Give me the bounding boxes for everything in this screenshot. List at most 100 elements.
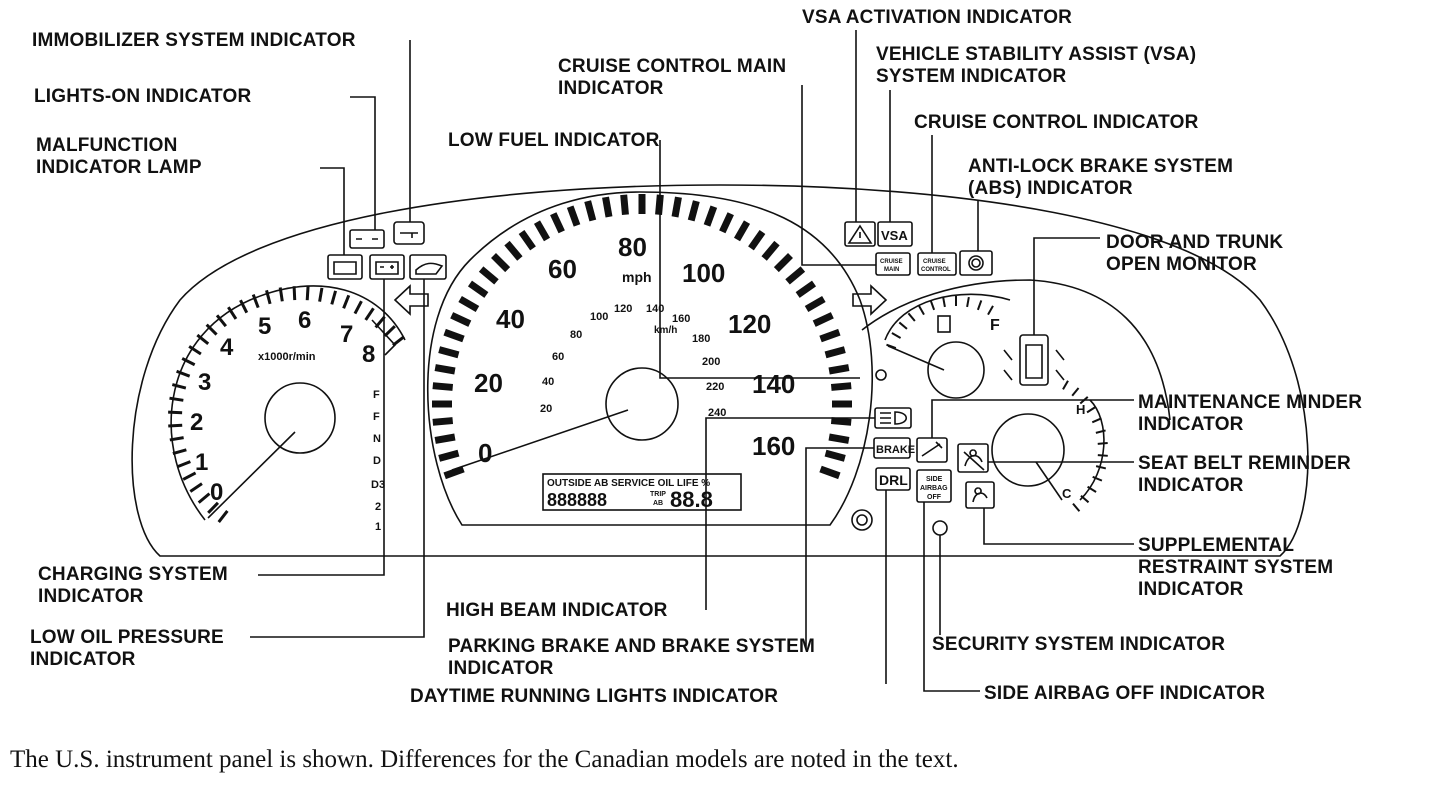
tach-needle: [207, 431, 296, 519]
security-system-icon: [932, 520, 948, 536]
speed-mph-160: 160: [752, 431, 795, 461]
label-parking-brake-line2: INDICATOR: [448, 658, 554, 679]
odometer-reset-icon: [851, 509, 873, 531]
temp-tick: [1097, 442, 1108, 445]
leader-parking-brake: [805, 447, 874, 648]
charging-system-icon: [369, 254, 405, 280]
tach-tick: [383, 325, 396, 338]
airbag-glyph: [972, 487, 988, 503]
label-immobilizer: IMMOBILIZER SYSTEM INDICATOR: [32, 30, 356, 51]
speed-unit-kmh: km/h: [654, 325, 677, 336]
tach-number-6: 6: [298, 307, 311, 334]
speedo-tick: [812, 312, 834, 327]
speedo-needle: [451, 409, 629, 471]
leader-cruise-main: [801, 85, 876, 266]
temp-gauge: H C: [991, 380, 1108, 512]
tach-number-5: 5: [258, 313, 271, 340]
tach-ticks: [168, 286, 405, 523]
tach-tick: [207, 501, 220, 514]
side-airbag-text-3: OFF: [927, 494, 942, 501]
label-malfunction-line2: INDICATOR LAMP: [36, 157, 202, 178]
door-marks-glyph: [1003, 349, 1065, 381]
speedo-tick: [819, 328, 841, 343]
speedo-tick: [550, 212, 565, 234]
speedo-tick: [773, 253, 793, 273]
temp-tick: [1087, 485, 1097, 493]
leader-lines: [250, 30, 1134, 692]
speedometer-bezel: [426, 191, 873, 526]
label-cruise-main-line2: INDICATOR: [558, 78, 664, 99]
drl-icon: [875, 467, 911, 491]
label-low-oil-line2: INDICATOR: [30, 649, 136, 670]
vsa-icon-text: VSA: [881, 228, 908, 243]
label-srs: SUPPLEMENTAL RESTRAINT SYSTEM INDICATOR: [1138, 535, 1333, 601]
fuel-ticks: [886, 296, 994, 350]
leader-malfunction: [320, 167, 345, 255]
label-vsa-system-line1: VEHICLE STABILITY ASSIST (VSA): [876, 44, 1197, 65]
leader-low-oil: [250, 279, 425, 638]
speedo-tick: [785, 266, 806, 285]
label-seat-belt: SEAT BELT REMINDER INDICATOR: [1138, 453, 1351, 497]
tach-tick: [189, 482, 203, 493]
speed-kmh-240: 240: [708, 407, 726, 419]
lights-on-icon: [349, 229, 385, 249]
temp-hot-mark: H: [1076, 402, 1085, 417]
leader-door-trunk: [1033, 237, 1100, 335]
speed-kmh-100: 100: [590, 311, 608, 323]
seat-belt-glyph: [963, 449, 985, 471]
speed-mph-100: 100: [682, 258, 725, 288]
label-abs: ANTI-LOCK BRAKE SYSTEM (ABS) INDICATOR: [968, 156, 1233, 200]
tach-tick: [305, 286, 310, 301]
abs-inner-glyph: [971, 258, 981, 268]
temp-cold-mark: C: [1062, 486, 1072, 501]
cruise-control-icon: [917, 252, 957, 276]
tach-tick: [265, 289, 272, 305]
temp-hub: [991, 413, 1065, 487]
label-seat-belt-line1: SEAT BELT REMINDER: [1138, 453, 1351, 474]
temp-tick: [1091, 417, 1102, 424]
fuel-tick: [898, 321, 908, 330]
label-srs-line1: SUPPLEMENTAL: [1138, 535, 1295, 556]
speed-mph-120: 120: [728, 309, 771, 339]
headlight-glyph: [880, 411, 908, 425]
speed-kmh-140: 140: [646, 303, 664, 315]
temp-tick: [1071, 387, 1080, 397]
speed-mph-80: 80: [618, 232, 647, 262]
speedo-tick: [432, 417, 454, 426]
leader-high-beam: [705, 417, 875, 610]
label-vsa-system-line2: SYSTEM INDICATOR: [876, 66, 1067, 87]
door-trunk-monitor: [1003, 334, 1065, 386]
tach-tick: [176, 369, 191, 378]
tach-tick: [364, 307, 375, 321]
speedo-tick: [504, 240, 523, 261]
turn-left-arrow-icon: [393, 284, 429, 316]
temp-tick: [1080, 495, 1090, 504]
label-low-fuel: LOW FUEL INDICATOR: [448, 130, 660, 151]
gear-label-0: F: [373, 389, 380, 401]
label-charging: CHARGING SYSTEM INDICATOR: [38, 564, 228, 608]
temp-needle: [1035, 461, 1063, 501]
tach-tick: [353, 300, 363, 315]
speedo-tick: [602, 196, 613, 218]
oil-can-glyph: [415, 262, 444, 275]
cruise-main-text-1: CRUISE: [880, 259, 903, 265]
speedo-tick: [719, 212, 734, 234]
tach-redline-arrow: [371, 319, 397, 356]
speedo-hub: [605, 367, 679, 441]
speed-unit-mph: mph: [622, 269, 652, 285]
speed-mph-0: 0: [478, 438, 492, 468]
speed-kmh-180: 180: [692, 333, 710, 345]
fuel-gauge-arc: [884, 293, 1011, 341]
car-top-glyph: [1025, 344, 1043, 379]
label-cruise-main: CRUISE CONTROL MAIN INDICATOR: [558, 56, 786, 100]
speedo-tick: [443, 328, 465, 343]
label-charging-line2: INDICATOR: [38, 586, 144, 607]
tach-tick: [251, 294, 260, 309]
gear-column: F F N D D3 2 1: [371, 389, 385, 533]
label-side-airbag: SIDE AIRBAG OFF INDICATOR: [984, 683, 1266, 704]
speed-kmh-40: 40: [542, 376, 554, 388]
speedo-tick: [434, 364, 456, 375]
label-parking-brake-line1: PARKING BRAKE AND BRAKE SYSTEM: [448, 636, 816, 657]
speedo-tick: [434, 433, 456, 444]
tach-tick: [181, 357, 196, 367]
